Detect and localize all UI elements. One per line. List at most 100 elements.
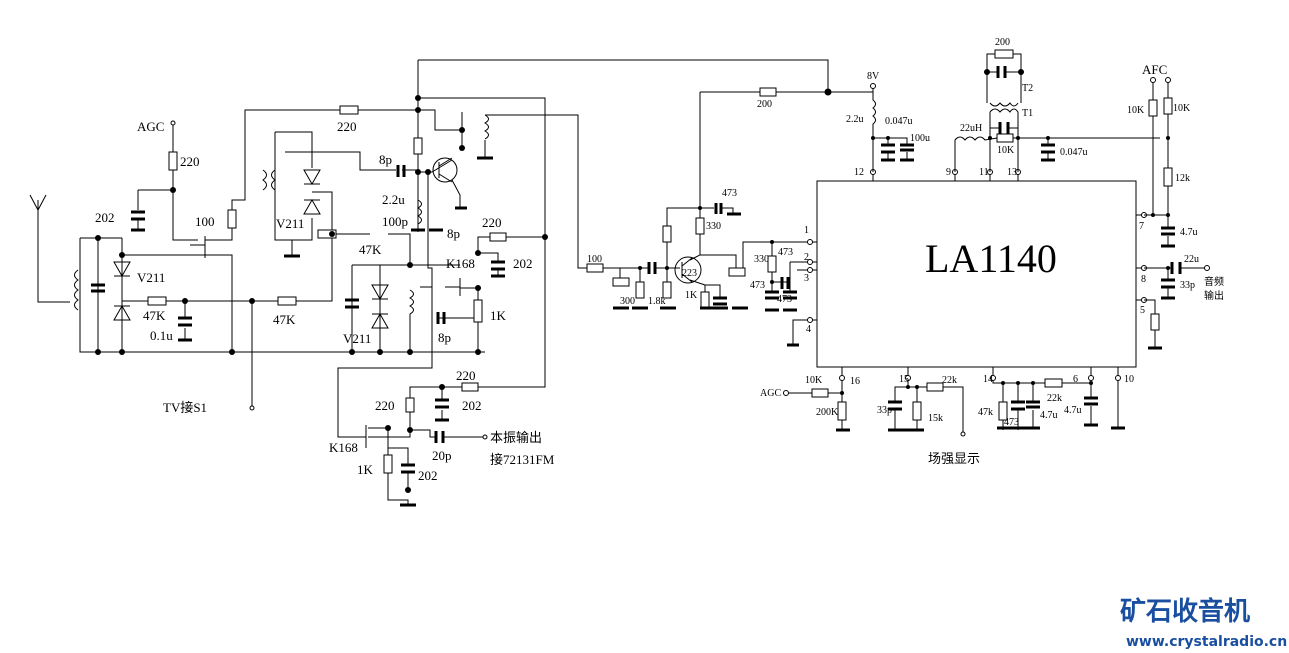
label: V211 bbox=[343, 331, 371, 346]
ceramic-filter bbox=[612, 277, 630, 287]
ground-symbols bbox=[613, 212, 799, 347]
resistor-47k bbox=[317, 229, 337, 239]
resistor-220 bbox=[339, 105, 359, 115]
label: 音频 bbox=[1204, 275, 1224, 288]
label: 4.7u bbox=[1180, 227, 1198, 238]
resistor-330 bbox=[767, 255, 777, 273]
fet-symbols bbox=[190, 236, 461, 448]
label: 202 bbox=[95, 210, 115, 225]
label: 22u bbox=[1184, 254, 1199, 265]
label: 200 bbox=[757, 99, 772, 110]
pin-label: 9 bbox=[946, 167, 951, 178]
label: 202 bbox=[418, 468, 438, 483]
label: 100 bbox=[195, 214, 215, 229]
components-right bbox=[783, 49, 1210, 437]
components-left bbox=[91, 95, 548, 507]
label: 300 bbox=[620, 296, 635, 307]
label: V211 bbox=[137, 270, 165, 285]
label: 100p bbox=[382, 214, 408, 229]
8v-terminal[interactable] bbox=[870, 83, 876, 89]
capacitors bbox=[881, 66, 1182, 411]
label: 47K bbox=[359, 242, 382, 257]
label: 0.047u bbox=[1060, 147, 1088, 158]
label: 12k bbox=[1175, 173, 1190, 184]
label: 473 bbox=[750, 280, 765, 291]
tv-s1-terminal[interactable] bbox=[249, 405, 255, 411]
labels-left: AGC 220 202 100 V211 47K 0.1u 47K V211 2… bbox=[95, 119, 555, 483]
label: 1K bbox=[685, 290, 698, 301]
resistor-100 bbox=[586, 263, 604, 273]
label: 473 bbox=[1004, 417, 1019, 428]
components-middle bbox=[586, 87, 832, 347]
label: 2.2u bbox=[382, 192, 405, 207]
field-strength-terminal[interactable] bbox=[960, 431, 966, 437]
pin-label: 1 bbox=[804, 225, 809, 236]
audio-output-terminal[interactable] bbox=[1204, 265, 1210, 271]
resistor-300 bbox=[635, 281, 645, 299]
label: 1K bbox=[490, 308, 507, 323]
label: 330 bbox=[706, 221, 721, 232]
label: 本振输出 bbox=[490, 430, 542, 445]
label: 0.1u bbox=[150, 328, 173, 343]
junction-dots bbox=[840, 69, 1170, 395]
labels-middle: 200 473 330 100 223 300 1.8k 1K 330 473 … bbox=[587, 99, 793, 307]
resistor-1.8k bbox=[662, 281, 672, 299]
pin-label: 12 bbox=[854, 167, 864, 178]
lo-output-terminal[interactable] bbox=[482, 434, 488, 440]
resistor-220 bbox=[405, 397, 415, 413]
transistor bbox=[674, 256, 702, 284]
pin-label: 16 bbox=[850, 376, 860, 387]
label: 100 bbox=[587, 254, 602, 265]
resistor-47k bbox=[998, 401, 1008, 421]
label: 10K bbox=[805, 375, 823, 386]
label: AGC bbox=[137, 119, 164, 134]
label: AFC bbox=[1142, 62, 1167, 77]
resistor-15k bbox=[912, 401, 922, 421]
pin-label: 15 bbox=[899, 374, 909, 385]
label: 47K bbox=[143, 308, 166, 323]
label: 20p bbox=[432, 448, 452, 463]
ceramic-filter bbox=[728, 267, 746, 277]
resistor bbox=[662, 225, 672, 243]
pin-label: 5 bbox=[1140, 305, 1145, 316]
resistor-100 bbox=[227, 209, 237, 229]
resistor-10k bbox=[811, 388, 829, 398]
ic-name: LA1140 bbox=[925, 236, 1057, 281]
label: 10K bbox=[1127, 105, 1145, 116]
afc-terminal-2[interactable] bbox=[1165, 77, 1171, 83]
label: 1K bbox=[357, 462, 374, 477]
label: 473 bbox=[777, 294, 792, 305]
resistor-200 bbox=[759, 87, 777, 97]
label: 22uH bbox=[960, 123, 982, 134]
resistor-47k bbox=[147, 296, 167, 306]
ic-la1140 bbox=[816, 180, 1137, 368]
pin-label: 4 bbox=[806, 324, 811, 335]
resistor-1k bbox=[700, 291, 710, 309]
ground-symbols bbox=[836, 158, 1175, 432]
label: 330 bbox=[754, 254, 769, 265]
label: 4.7u bbox=[1064, 405, 1082, 416]
label: 200K bbox=[816, 407, 839, 418]
label: 202 bbox=[462, 398, 482, 413]
label: T2 bbox=[1022, 83, 1033, 94]
label: 22k bbox=[942, 375, 957, 386]
agc-terminal[interactable] bbox=[170, 120, 176, 126]
label: 8p bbox=[438, 330, 451, 345]
resistor-220 bbox=[168, 151, 178, 171]
agc-output-terminal[interactable] bbox=[783, 390, 789, 396]
label: 473 bbox=[778, 247, 793, 258]
label: 0.047u bbox=[885, 116, 913, 127]
resistor bbox=[1150, 313, 1160, 331]
label: K168 bbox=[329, 440, 358, 455]
junction-dots bbox=[638, 88, 832, 284]
afc-terminal[interactable] bbox=[1150, 77, 1156, 83]
resistor-12k bbox=[1163, 167, 1173, 187]
resistor-10k bbox=[1148, 99, 1158, 117]
resistor-220 bbox=[461, 382, 479, 392]
pin-label: 6 bbox=[1073, 374, 1078, 385]
resistor-330 bbox=[695, 217, 705, 235]
label: 接72131FM bbox=[490, 452, 555, 467]
label: 220 bbox=[337, 119, 357, 134]
label: AGC bbox=[760, 388, 781, 399]
